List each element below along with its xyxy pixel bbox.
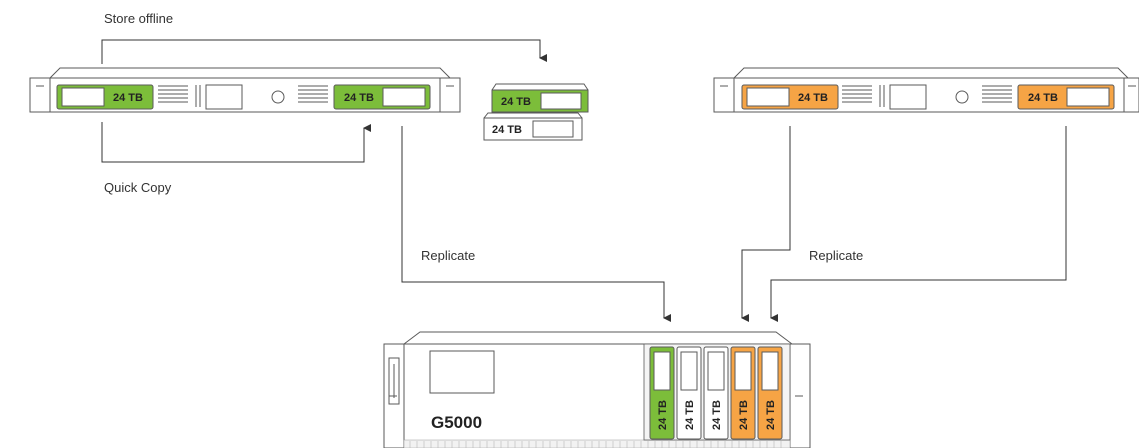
g5000-bay-3-label: 24 TB bbox=[711, 400, 723, 430]
right-slot-2-label: 24 TB bbox=[1028, 92, 1058, 104]
quick-copy-label: Quick Copy bbox=[104, 180, 172, 195]
g5000-label: G5000 bbox=[431, 413, 482, 432]
g5000-bay-3: 24 TB bbox=[703, 346, 729, 440]
offline-drive-green-label: 24 TB bbox=[501, 96, 531, 108]
store-offline-label: Store offline bbox=[104, 11, 174, 26]
left-slot-2-label: 24 TB bbox=[344, 92, 374, 104]
replicate-left-arrow bbox=[401, 126, 671, 322]
g5000-bay-1-label: 24 TB bbox=[657, 400, 669, 430]
left-slot-1-label: 24 TB bbox=[113, 92, 143, 104]
g5000-bay-5: 24 TB bbox=[757, 346, 783, 440]
store-offline-arrow bbox=[101, 39, 547, 64]
g5000-bay-2: 24 TB bbox=[676, 346, 702, 440]
g5000-bay-1: 24 TB bbox=[649, 346, 675, 440]
left-server-slot-2: 24 TB bbox=[333, 84, 431, 110]
replicate-right-outer-arrow bbox=[770, 126, 1067, 322]
g5000-bay-5-label: 24 TB bbox=[765, 400, 777, 430]
g5000-drive-bays: 24 TB 24 TB 24 TB 24 TB 24 TB bbox=[649, 346, 783, 440]
right-server-slot-1: 24 TB bbox=[741, 84, 839, 110]
g5000-bay-4-label: 24 TB bbox=[738, 400, 750, 430]
offline-drive-white-label: 24 TB bbox=[492, 124, 522, 136]
g5000-bay-2-label: 24 TB bbox=[684, 400, 696, 430]
replicate-right-inner-arrow bbox=[741, 126, 791, 322]
replicate-left-label: Replicate bbox=[421, 248, 476, 263]
offline-drive-white: 24 TB bbox=[483, 112, 583, 141]
right-slot-1-label: 24 TB bbox=[798, 92, 828, 104]
g5000-bay-4: 24 TB bbox=[730, 346, 756, 440]
quick-copy-arrow bbox=[101, 122, 371, 163]
left-server-slot-1: 24 TB bbox=[56, 84, 154, 110]
right-server-slot-2: 24 TB bbox=[1017, 84, 1115, 110]
offline-drive-green: 24 TB bbox=[491, 83, 589, 113]
replicate-right-label: Replicate bbox=[809, 248, 864, 263]
